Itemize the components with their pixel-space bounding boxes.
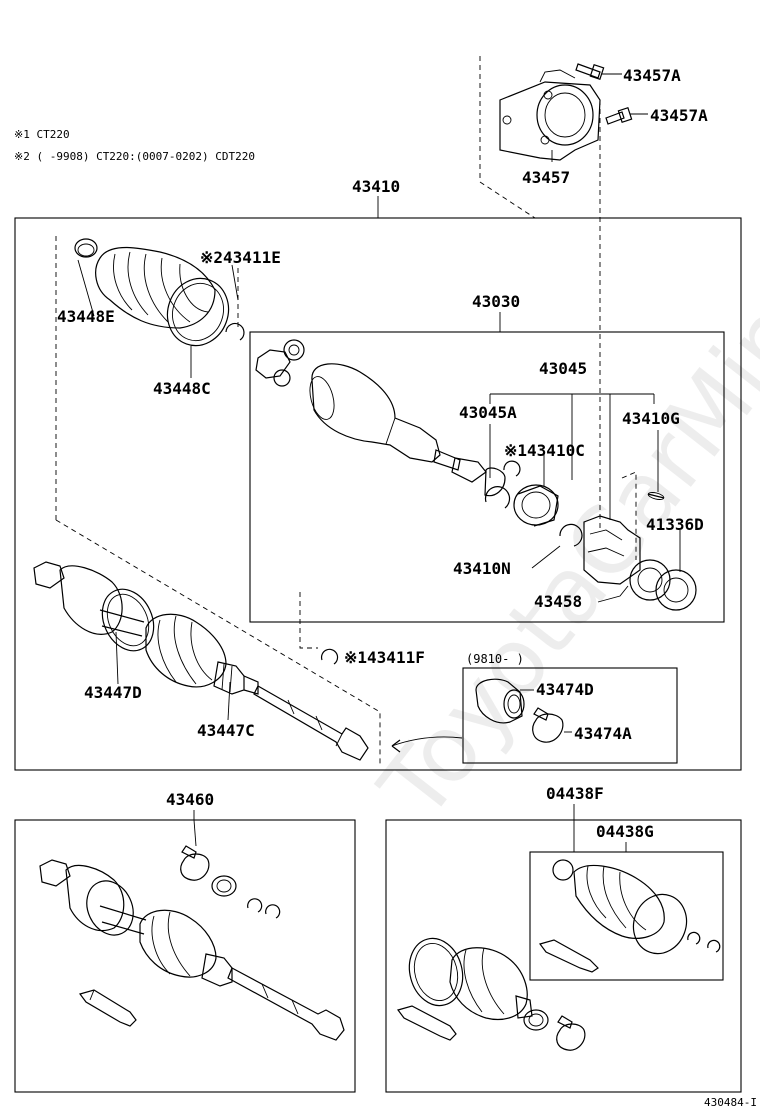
clamp-43474A[interactable]	[532, 707, 564, 743]
bracket-43457[interactable]	[499, 69, 601, 161]
label-43474A: 43474A	[574, 724, 632, 743]
label-43411F: ※143411F	[344, 648, 425, 667]
label-43457: 43457	[522, 168, 570, 187]
kit-04438F-grease-tube[interactable]	[396, 1005, 457, 1041]
outer-joint-housing[interactable]	[306, 363, 506, 497]
box-43410	[14, 217, 742, 771]
kit-43460-circlips[interactable]	[247, 898, 281, 919]
box-04438F	[385, 819, 742, 1093]
snap-ring-43410N[interactable]	[559, 523, 583, 547]
note-1: ※1 CT220	[14, 128, 70, 141]
label-04438F: 04438F	[546, 784, 604, 803]
label-43447C: 43447C	[197, 721, 255, 740]
kit-43460-grease-tube[interactable]	[78, 989, 137, 1027]
label-43410G: 43410G	[622, 409, 680, 428]
label-43448E: 43448E	[57, 307, 115, 326]
label-43410N: 43410N	[453, 559, 511, 578]
label-43410C: ※143410C	[504, 441, 585, 460]
label-43474D: 43474D	[536, 680, 594, 699]
bearing-43410C[interactable]	[513, 484, 559, 527]
bolt-43457A-top[interactable]	[575, 63, 605, 81]
kit-04438F-clamp[interactable]	[556, 1015, 586, 1051]
clamp-43448E[interactable]	[74, 238, 98, 258]
damper-43474D[interactable]	[475, 678, 525, 724]
label-43457A-right: 43457A	[650, 106, 708, 125]
snap-ring-43411F[interactable]	[320, 648, 339, 665]
kit-04438G-circlips[interactable]	[687, 931, 721, 953]
label-43045: 43045	[539, 359, 587, 378]
box-43460	[14, 819, 356, 1093]
outer-cv-joint[interactable]	[33, 561, 163, 659]
label-43460: 43460	[166, 790, 214, 809]
kit-43460-ring-a[interactable]	[211, 875, 237, 897]
label-43458: 43458	[534, 592, 582, 611]
snap-ring-43410C[interactable]	[484, 460, 521, 509]
boot-43447D[interactable]	[145, 613, 227, 688]
label-43410: 43410	[352, 177, 400, 196]
clamp-43448C[interactable]	[158, 270, 238, 354]
label-41336D: 41336D	[646, 515, 704, 534]
label-43411E: ※243411E	[200, 248, 281, 267]
kit-43460-clamp[interactable]	[180, 845, 210, 881]
label-date-range: (9810- )	[466, 652, 524, 666]
snap-ring-43411E[interactable]	[225, 322, 245, 341]
kit-04438F-ring[interactable]	[523, 1009, 549, 1031]
label-43457A-top: 43457A	[623, 66, 681, 85]
label-43030: 43030	[472, 292, 520, 311]
kit-04438G-grease-tube[interactable]	[538, 939, 599, 973]
note-2: ※2 ( -9908) CT220:(0007-0202) CDT220	[14, 150, 255, 163]
label-43447D: 43447D	[84, 683, 142, 702]
kit-04438F-boot[interactable]	[402, 932, 533, 1021]
label-43045A: 43045A	[459, 403, 517, 422]
bolt-43457A-right[interactable]	[605, 106, 633, 125]
kit-04438G-boot[interactable]	[552, 859, 695, 961]
box-43030	[249, 331, 725, 623]
o-ring-43410G[interactable]	[647, 491, 665, 501]
boot-43447C[interactable]	[213, 661, 259, 695]
bearing-41336D[interactable]	[629, 559, 697, 611]
label-04438G: 04438G	[596, 822, 654, 841]
box-damper	[462, 667, 678, 764]
label-43448C: 43448C	[153, 379, 211, 398]
inner-shaft[interactable]	[253, 685, 369, 761]
box-04438G	[529, 851, 724, 981]
boot-inner[interactable]	[95, 246, 216, 329]
kit-43460-joint[interactable]	[39, 859, 345, 1041]
tripod-joint[interactable]	[255, 339, 305, 387]
footer-reference: 430484-I	[704, 1096, 757, 1109]
